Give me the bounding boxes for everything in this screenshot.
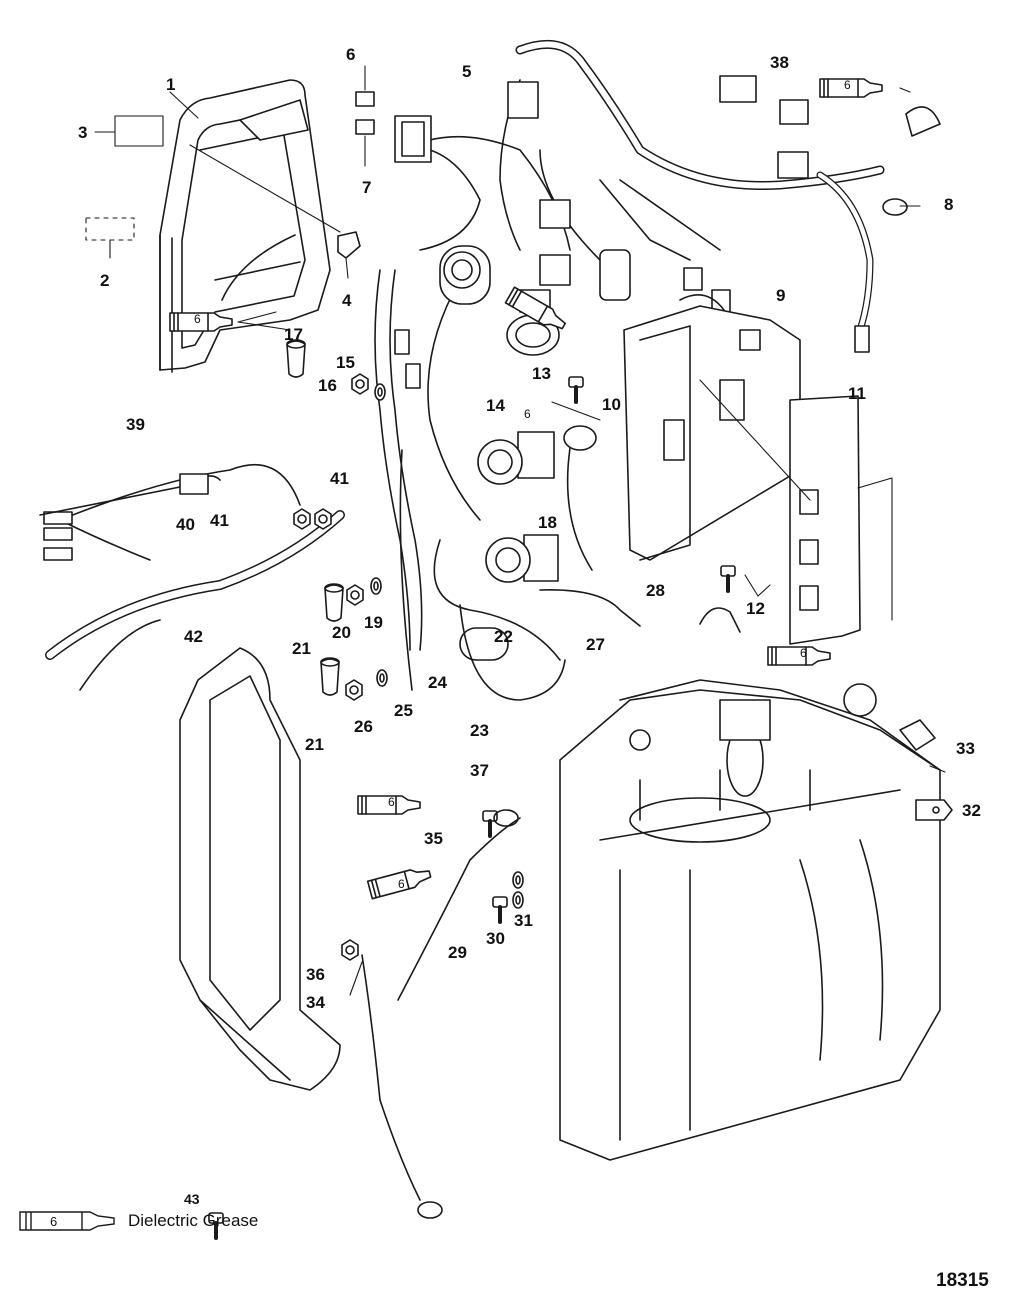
- legend-tube-label: 6: [50, 1214, 57, 1229]
- grease-tube-label-36: 6: [398, 877, 405, 891]
- callout-26: 26: [354, 717, 373, 736]
- legend: 6 Dielectric Grease: [18, 1208, 258, 1234]
- callout-16: 16: [318, 376, 337, 395]
- callout-33: 33: [956, 739, 975, 758]
- callout-39: 39: [126, 415, 145, 434]
- callout-21a: 21: [292, 639, 311, 658]
- grease-tube-label-27: 6: [800, 646, 807, 660]
- nut-41b: [314, 508, 332, 530]
- callout-18: 18: [538, 513, 557, 532]
- callout-30: 30: [486, 929, 505, 948]
- callout-4: 4: [342, 291, 352, 310]
- callout-9: 9: [776, 286, 786, 305]
- wiring-harness: [375, 44, 940, 660]
- leader-lines: [238, 88, 945, 995]
- washer-30: [512, 891, 524, 909]
- callout-5: 5: [462, 62, 472, 81]
- grease-tube-38: [819, 78, 883, 98]
- callout-12: 12: [746, 599, 765, 618]
- engine-block: [560, 680, 940, 1160]
- callout-1: 1: [166, 75, 176, 94]
- plug-connector: [564, 426, 596, 570]
- ignition-cover: [160, 80, 340, 372]
- callout-8: 8: [944, 195, 954, 214]
- nut-20: [346, 584, 364, 606]
- callout-28: 28: [646, 581, 665, 600]
- callout-37: 37: [470, 761, 489, 780]
- callout-41b: 41: [330, 469, 349, 488]
- mounting-bracket: [624, 295, 800, 560]
- grease-tube-label-39: 6: [194, 312, 201, 326]
- callout-29: 29: [448, 943, 467, 962]
- callout-20: 20: [332, 623, 351, 642]
- decal-3: [115, 116, 163, 146]
- plate-32: [916, 800, 952, 820]
- guard-42: [180, 648, 340, 1090]
- rectifier: [460, 590, 740, 660]
- boot-17: [286, 339, 306, 378]
- grease-tube-label-37: 6: [388, 795, 395, 809]
- callout-7: 7: [362, 178, 372, 197]
- callout-25: 25: [394, 701, 413, 720]
- washer-19: [370, 577, 382, 595]
- callout-15: 15: [336, 353, 355, 372]
- callout-3: 3: [78, 123, 88, 142]
- bolt-12: [719, 564, 737, 593]
- callout-19: 19: [364, 613, 383, 632]
- legend-text: Dielectric Grease: [128, 1211, 259, 1230]
- mounting-plate: [700, 380, 892, 644]
- bolt-29: [491, 895, 509, 924]
- callout-10: 10: [602, 395, 621, 414]
- grease-tube-label-14: 6: [524, 407, 531, 421]
- relay-lower: [486, 535, 558, 582]
- nut-16: [351, 373, 369, 395]
- nut-41a: [293, 508, 311, 530]
- grease-tube-label-38: 6: [844, 78, 851, 92]
- figure-id: 18315: [936, 1270, 989, 1291]
- callout-17: 17: [284, 325, 303, 344]
- callout-22: 22: [494, 627, 513, 646]
- callout-27: 27: [586, 635, 605, 654]
- callout-14: 14: [486, 396, 505, 415]
- relay-middle: [478, 432, 554, 484]
- callout-36: 36: [306, 965, 325, 984]
- callout-35: 35: [424, 829, 443, 848]
- callout-2: 2: [100, 271, 110, 290]
- nut-26: [345, 679, 363, 701]
- callout-34: 34: [306, 993, 325, 1012]
- starter-solenoid-upper: [440, 246, 490, 304]
- callout-38: 38: [770, 53, 789, 72]
- clip: [338, 232, 360, 278]
- grease-tube-icon: 6: [18, 1209, 116, 1233]
- callout-23: 23: [470, 721, 489, 740]
- harness-40: [44, 465, 340, 690]
- callout-41a: 41: [210, 511, 229, 530]
- cables: [362, 450, 565, 1218]
- fuses: [356, 66, 374, 166]
- callout-42: 42: [184, 627, 203, 646]
- callout-24: 24: [428, 673, 447, 692]
- boot-21a: [324, 583, 344, 622]
- callout-43: 43: [184, 1191, 200, 1207]
- decal-2: [86, 218, 134, 240]
- harness-39: [40, 474, 220, 515]
- callout-40: 40: [176, 515, 195, 534]
- callout-31: 31: [514, 911, 533, 930]
- washer-25: [376, 669, 388, 687]
- callout-21b: 21: [305, 735, 324, 754]
- boot-21b: [320, 657, 340, 696]
- grease-tube-27: [767, 646, 831, 666]
- nut-36: [341, 939, 359, 961]
- callout-11: 11: [848, 384, 866, 403]
- washer-15: [374, 383, 386, 401]
- callout-6: 6: [346, 45, 356, 64]
- callout-32: 32: [962, 801, 981, 820]
- washer-31: [512, 871, 524, 889]
- callout-13: 13: [532, 364, 551, 383]
- bolt-10: [567, 375, 585, 404]
